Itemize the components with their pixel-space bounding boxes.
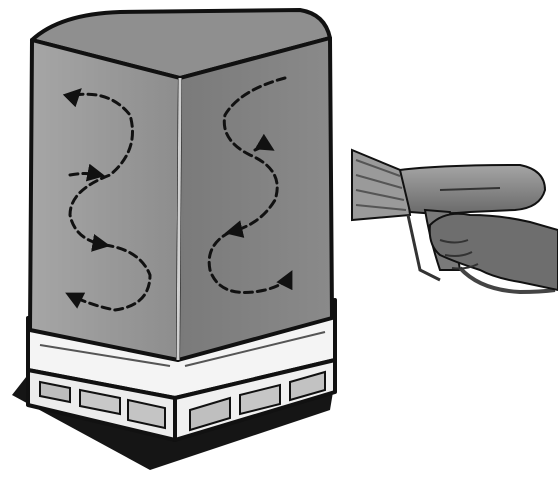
airflow-arrow-icon [222,76,287,238]
hand-icon [428,212,558,292]
airflow-arrow-icon [68,163,106,182]
airflow-right-face [207,76,293,294]
airflow-arrow-icon [62,88,82,108]
shrink-hood [28,8,334,362]
airflow-arrow-icon [68,92,134,252]
airflow-arrow-icon [253,133,275,152]
airflow-arrow-icon [65,243,152,312]
airflow-left-face [62,88,152,312]
airflow-arrow-icon [207,230,293,294]
